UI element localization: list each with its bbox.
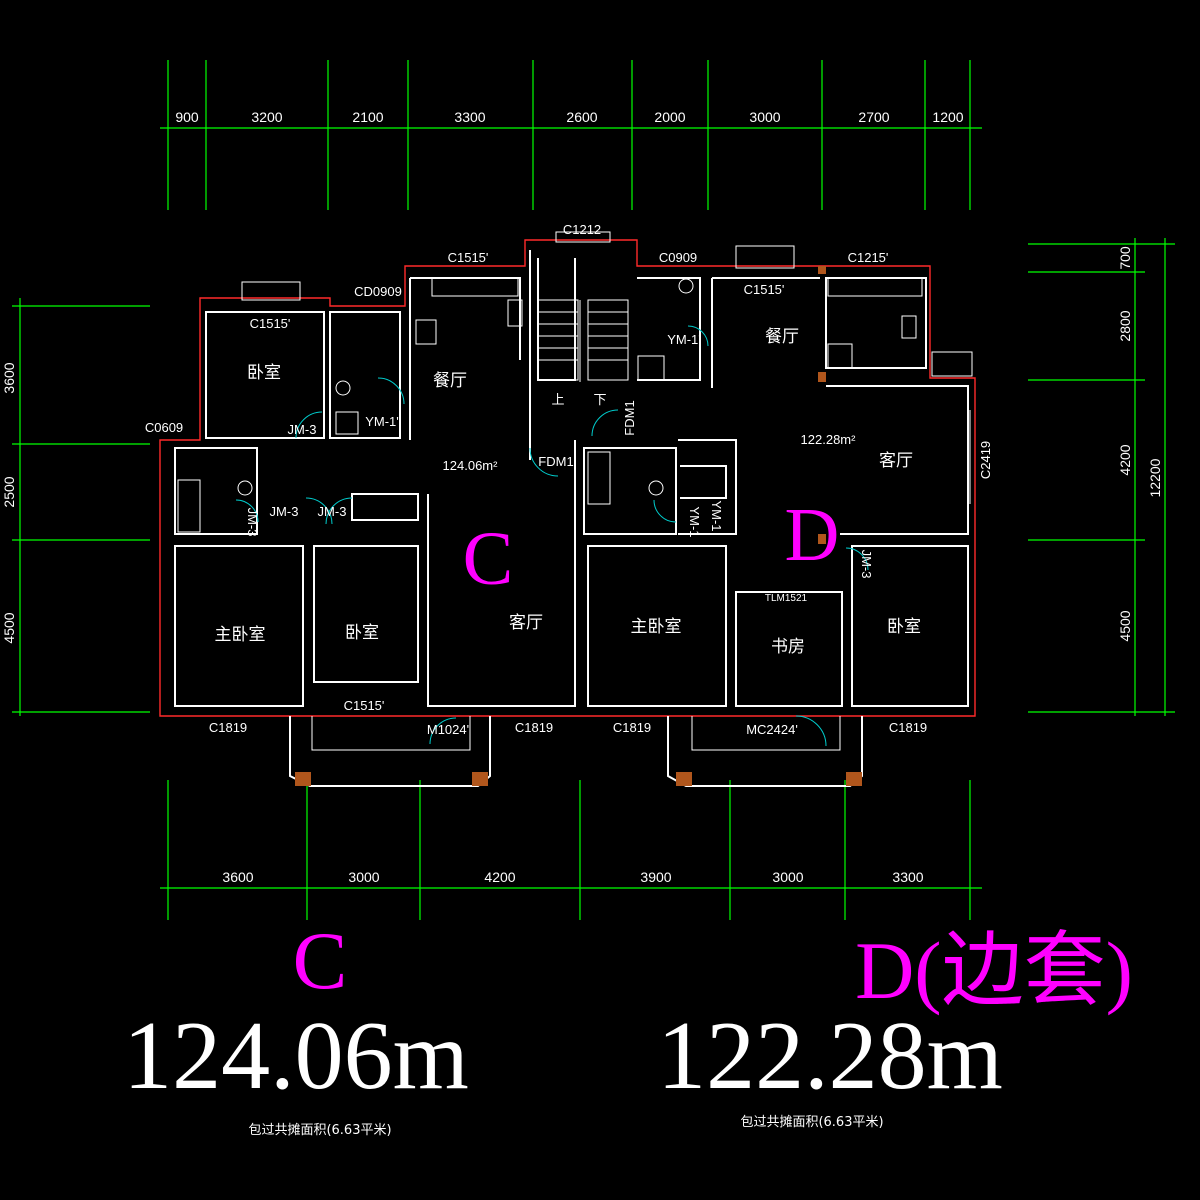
outer-wall <box>159 239 976 717</box>
label-c1515-c-dining: C1515' <box>448 250 489 265</box>
interior-walls <box>174 231 973 787</box>
label-jm3-a: JM-3 <box>288 422 317 437</box>
room-c-bedroom-top: 卧室 <box>247 363 281 383</box>
top-dimensions: 900 3200 2100 3300 2600 2000 3000 2700 1… <box>175 109 963 125</box>
left-dim-2: 2500 <box>1 476 17 507</box>
label-c0909: C0909 <box>659 250 697 265</box>
stair-down-label: 下 <box>593 392 606 407</box>
bottom-dim-3: 4200 <box>484 869 515 885</box>
bottom-dim-6: 3300 <box>892 869 923 885</box>
room-c-living: 客厅 <box>509 613 543 633</box>
right-dim-2: 2800 <box>1117 310 1133 341</box>
room-d-living: 客厅 <box>879 451 913 471</box>
unit-label-c: C <box>293 915 348 1006</box>
top-dim-9: 1200 <box>932 109 963 125</box>
plan-area-d: 122.28m² <box>801 432 857 447</box>
top-dim-8: 2700 <box>858 109 889 125</box>
stair-up-label: 上 <box>551 392 564 407</box>
door-swings <box>235 325 869 747</box>
label-ym1-d: YM-1 <box>687 506 702 537</box>
label-c1819-1: C1819 <box>209 720 247 735</box>
label-c1819-2: C1819 <box>515 720 553 735</box>
label-c0609: C0609 <box>145 420 183 435</box>
label-fdm1-b: FDM1 <box>622 400 637 435</box>
label-jm3-e: JM-3 <box>859 550 874 579</box>
door-labels: JM-3 YM-1' JM-3 JM-3 JM-3 FDM1 FDM1 YM-1… <box>245 332 874 578</box>
unit-letter-d-plan: D <box>785 493 840 577</box>
room-c-bedroom: 卧室 <box>345 623 379 643</box>
structural-columns <box>295 266 862 786</box>
label-ym1-a: YM-1' <box>365 414 399 429</box>
top-dim-7: 3000 <box>749 109 780 125</box>
label-c2419: C2419 <box>978 441 993 479</box>
top-dim-5: 2600 <box>566 109 597 125</box>
unit-letter-c-plan: C <box>463 517 514 601</box>
bottom-dimensions: 3600 3000 4200 3900 3000 3300 <box>222 869 923 885</box>
label-jm3-d: JM-3 <box>318 504 347 519</box>
label-ym1-b: YM-1 <box>709 500 724 531</box>
label-c1819-3: C1819 <box>613 720 651 735</box>
right-dim-1: 700 <box>1117 246 1133 270</box>
room-labels: 卧室 餐厅 主卧室 卧室 客厅 餐厅 客厅 主卧室 书房 卧室 <box>215 327 922 657</box>
top-extension-lines <box>167 60 971 210</box>
stair-labels: 上 下 <box>551 392 606 407</box>
label-cd0909: CD0909 <box>354 284 402 299</box>
top-dim-1: 900 <box>175 109 199 125</box>
bottom-extension-lines <box>167 780 971 920</box>
top-dim-3: 2100 <box>352 109 383 125</box>
room-d-study: 书房 <box>771 637 805 657</box>
bottom-dim-1: 3600 <box>222 869 253 885</box>
unit-note-c: 包过共摊面积(6.63平米) <box>248 1123 391 1138</box>
top-dim-6: 2000 <box>654 109 685 125</box>
label-c1515-d: C1515' <box>744 282 785 297</box>
label-c1215: C1215' <box>848 250 889 265</box>
label-fdm1-a: FDM1 <box>538 454 573 469</box>
unit-summary-d: D(边套) 122.28m 包过共摊面积(6.63平米) <box>657 925 1133 1130</box>
left-dimensions: 3600 2500 4500 <box>1 362 17 643</box>
right-dim-3: 4200 <box>1117 444 1133 475</box>
left-dim-3: 4500 <box>1 612 17 643</box>
room-d-master: 主卧室 <box>631 617 682 637</box>
unit-area-d: 122.28m <box>657 1002 1003 1110</box>
label-c1819-4: C1819 <box>889 720 927 735</box>
bottom-dim-2: 3000 <box>348 869 379 885</box>
dimension-lines <box>12 60 1175 920</box>
bottom-dim-5: 3000 <box>772 869 803 885</box>
room-d-dining: 餐厅 <box>765 327 799 347</box>
label-c1515-c-bed: C1515' <box>250 316 291 331</box>
label-c1515-bottom: C1515' <box>344 698 385 713</box>
room-c-master: 主卧室 <box>215 625 266 645</box>
room-c-dining: 餐厅 <box>433 371 467 391</box>
right-dim-total: 12200 <box>1147 458 1163 497</box>
plan-area-c: 124.06m² <box>443 458 499 473</box>
label-ym1-c: YM-1' <box>667 332 701 347</box>
label-mc2424: MC2424' <box>746 722 798 737</box>
right-dimensions: 700 2800 4200 4500 12200 <box>1117 246 1163 641</box>
bottom-dim-4: 3900 <box>640 869 671 885</box>
top-dim-4: 3300 <box>454 109 485 125</box>
unit-summary-c: C 124.06m 包过共摊面积(6.63平米) <box>123 915 469 1138</box>
top-dim-2: 3200 <box>251 109 282 125</box>
unit-note-d: 包过共摊面积(6.63平米) <box>740 1115 883 1130</box>
label-c1212: C1212 <box>563 222 601 237</box>
label-m1024: M1024' <box>427 722 469 737</box>
unit-label-d: D(边套) <box>855 925 1133 1016</box>
label-jm3-b: JM-3 <box>245 508 260 537</box>
left-dim-1: 3600 <box>1 362 17 393</box>
label-jm3-c: JM-3 <box>270 504 299 519</box>
label-tlm1521: TLM1521 <box>765 593 808 604</box>
room-d-bedroom: 卧室 <box>887 617 921 637</box>
right-dim-4: 4500 <box>1117 610 1133 641</box>
unit-area-c: 124.06m <box>123 1002 469 1110</box>
window-labels: C1212 C1515' C1515' CD0909 C0609 C0909 C… <box>145 222 993 737</box>
